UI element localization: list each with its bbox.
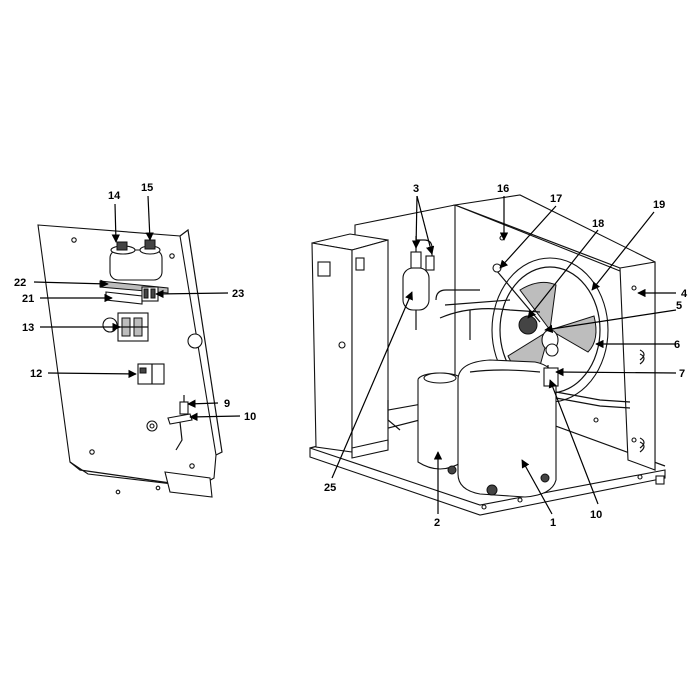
callout-25: 25 <box>324 482 336 494</box>
condensing-unit <box>309 194 666 516</box>
service-fitting <box>146 413 193 451</box>
leader-23 <box>155 289 229 299</box>
callout-3: 3 <box>413 183 419 195</box>
run-capacitor <box>109 239 163 281</box>
leader-5 <box>544 309 677 334</box>
terminal-block <box>141 286 159 302</box>
leader-12 <box>47 369 137 379</box>
contactor <box>117 312 149 342</box>
leader-18 <box>527 229 599 319</box>
callout-17: 17 <box>550 193 562 205</box>
callout-10a: 10 <box>244 411 256 423</box>
leader-3b <box>416 195 435 255</box>
callout-5: 5 <box>676 300 682 312</box>
callout-9: 9 <box>224 398 230 410</box>
callout-19: 19 <box>653 199 665 211</box>
leader-17 <box>499 205 557 269</box>
leader-25 <box>331 291 413 479</box>
callout-23: 23 <box>232 288 244 300</box>
callout-12: 12 <box>30 368 42 380</box>
refrigerant-tubing <box>387 239 631 433</box>
pressure-switch <box>179 395 189 415</box>
callout-13: 13 <box>22 322 34 334</box>
leader-9 <box>187 399 219 408</box>
callout-7: 7 <box>679 368 685 380</box>
callout-15: 15 <box>141 182 153 194</box>
leader-10a <box>189 412 241 422</box>
callout-14: 14 <box>108 190 121 202</box>
callout-6: 6 <box>674 339 680 351</box>
callout-22: 22 <box>14 277 26 289</box>
callout-4: 4 <box>681 288 688 300</box>
leader-lines <box>33 195 677 515</box>
leader-22 <box>33 279 109 288</box>
callout-16: 16 <box>497 183 509 195</box>
leader-10b <box>548 379 599 505</box>
start-relay <box>137 363 165 385</box>
leader-1 <box>521 459 553 515</box>
callout-labels: 14 15 22 21 23 13 12 9 10 3 16 17 18 19 … <box>14 182 688 529</box>
callout-10b: 10 <box>590 509 602 521</box>
liquid-receiver <box>417 372 463 470</box>
leader-7 <box>555 367 677 377</box>
callout-18: 18 <box>592 218 604 230</box>
callout-1: 1 <box>550 517 556 529</box>
leader-19 <box>591 211 655 291</box>
callout-21: 21 <box>22 293 34 305</box>
leader-14 <box>111 203 120 243</box>
callout-2: 2 <box>434 517 440 529</box>
compressor <box>447 343 559 498</box>
leader-3a <box>411 195 421 249</box>
leader-15 <box>145 195 154 241</box>
